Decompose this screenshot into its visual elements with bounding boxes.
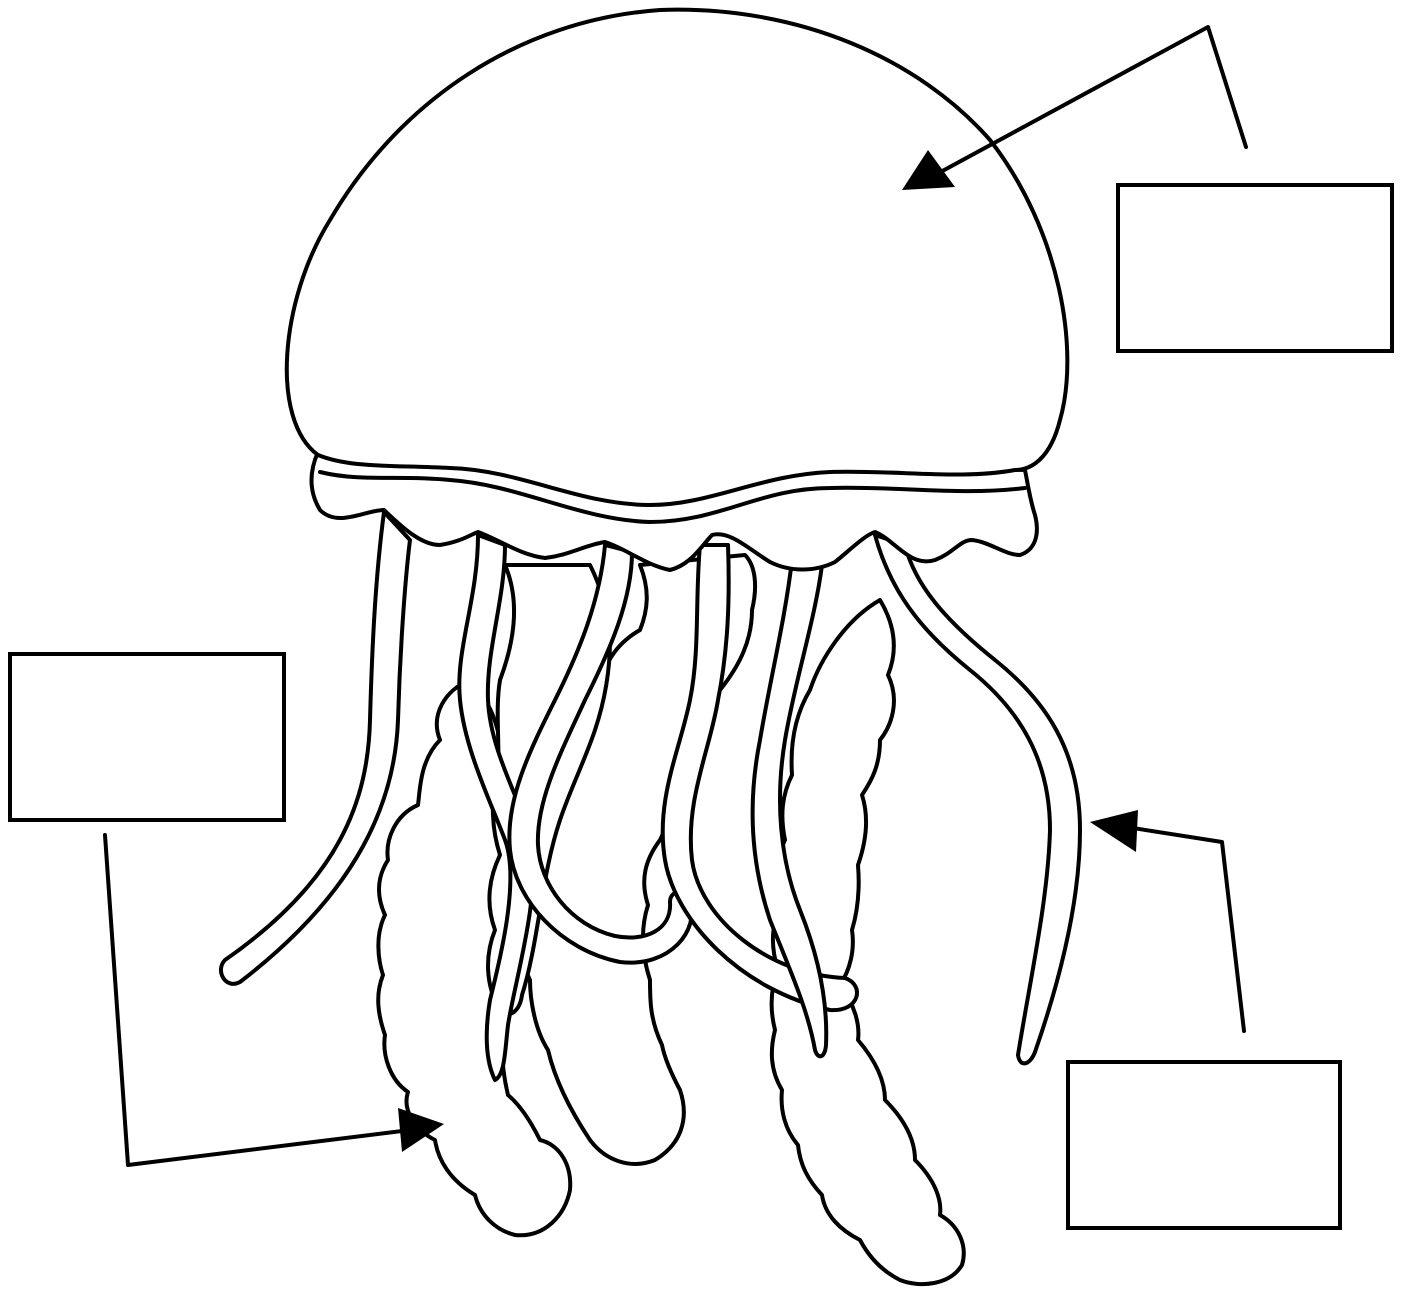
leader-oral-arm (105, 835, 410, 1165)
leader-tentacle (1120, 826, 1244, 1031)
arrowhead-tentacle (1090, 810, 1138, 852)
label-box-top-right[interactable] (1118, 185, 1392, 351)
label-box-left[interactable] (10, 654, 284, 820)
label-box-bottom-right[interactable] (1068, 1062, 1340, 1228)
bell-dome (287, 10, 1068, 505)
bell (287, 10, 1068, 570)
tentacle-right (875, 535, 1080, 1063)
